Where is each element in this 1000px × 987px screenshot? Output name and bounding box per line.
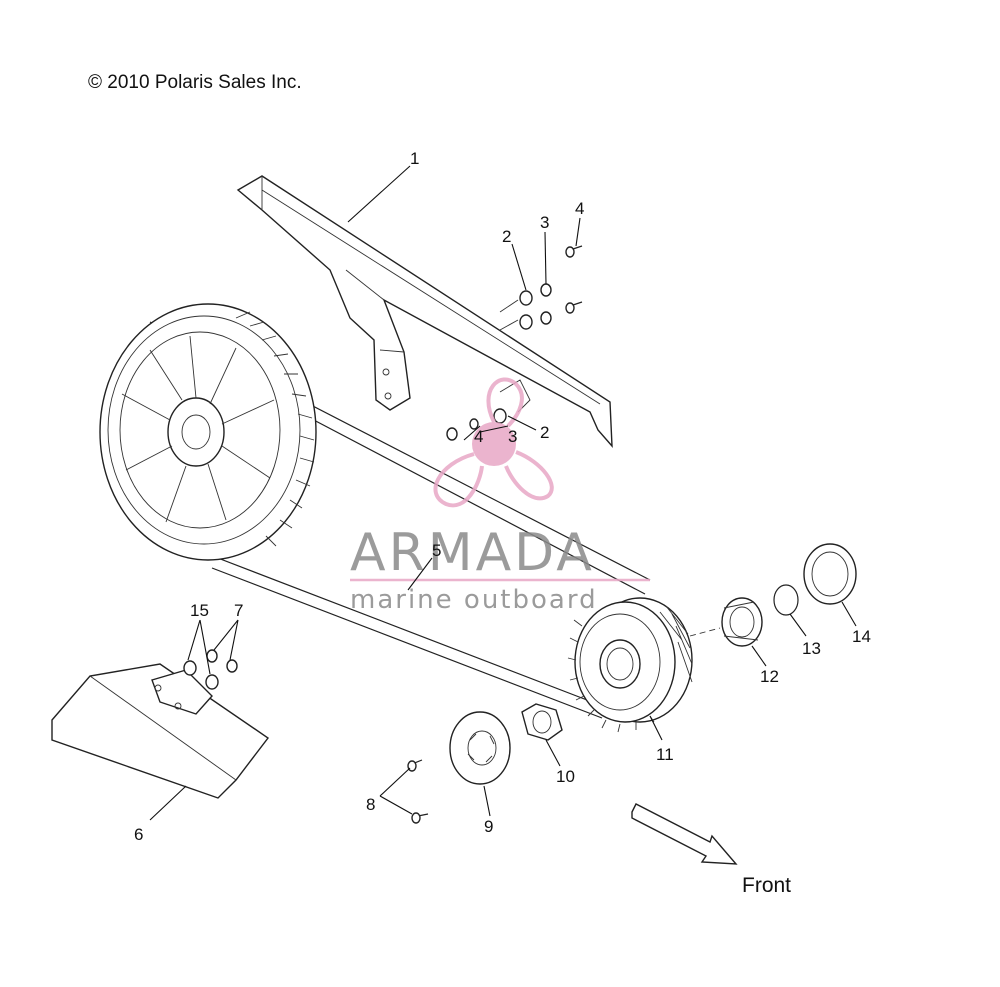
- lower-belt-guard: [51, 663, 270, 799]
- propeller-logo: [433, 377, 554, 508]
- fasteners-lower: [446, 408, 507, 441]
- fasteners-15-7: [183, 649, 238, 690]
- drive-nut: [521, 703, 563, 741]
- fasteners-upper: [499, 245, 583, 331]
- front-arrow: [631, 803, 738, 865]
- callout-3-lower: 3: [508, 427, 517, 446]
- callout-10: 10: [556, 767, 575, 786]
- axis-line: [689, 627, 721, 637]
- belt-guard: [236, 175, 613, 448]
- callout-4-upper: 4: [575, 199, 584, 218]
- drive-sprocket: [567, 597, 693, 733]
- callout-7: 7: [234, 601, 243, 620]
- callout-6: 6: [134, 825, 143, 844]
- callout-1: 1: [410, 149, 419, 168]
- snap-ring-13: [773, 584, 799, 616]
- callout-4-lower: 4: [474, 427, 483, 446]
- bearing-12: [721, 597, 763, 647]
- callout-13: 13: [802, 639, 821, 658]
- callout-3-upper: 3: [540, 213, 549, 232]
- watermark: ARMADA marine outboard: [350, 377, 650, 615]
- callout-11: 11: [656, 745, 674, 764]
- front-label: Front: [742, 874, 791, 897]
- seal-14: [803, 543, 857, 605]
- callout-5: 5: [432, 541, 441, 560]
- watermark-tagline: marine outboard: [350, 585, 598, 615]
- callout-2-lower: 2: [540, 423, 549, 442]
- callout-numbers: 1 2 3 4 4 3 2 5 6 7 8 9 10 11 12 13 14 1…: [134, 149, 871, 844]
- callout-15: 15: [190, 601, 209, 620]
- retainer-plate: [449, 711, 511, 785]
- callout-8: 8: [366, 795, 375, 814]
- watermark-brand: ARMADA: [350, 523, 595, 583]
- wheel-teeth: [235, 311, 315, 547]
- callout-12: 12: [760, 667, 779, 686]
- rear-wheel-pulley: [99, 303, 317, 561]
- copyright-text: © 2010 Polaris Sales Inc.: [88, 72, 302, 93]
- callout-14: 14: [852, 627, 871, 646]
- callout-9: 9: [484, 817, 493, 836]
- callout-2-upper: 2: [502, 227, 511, 246]
- leader-lines: [149, 165, 857, 821]
